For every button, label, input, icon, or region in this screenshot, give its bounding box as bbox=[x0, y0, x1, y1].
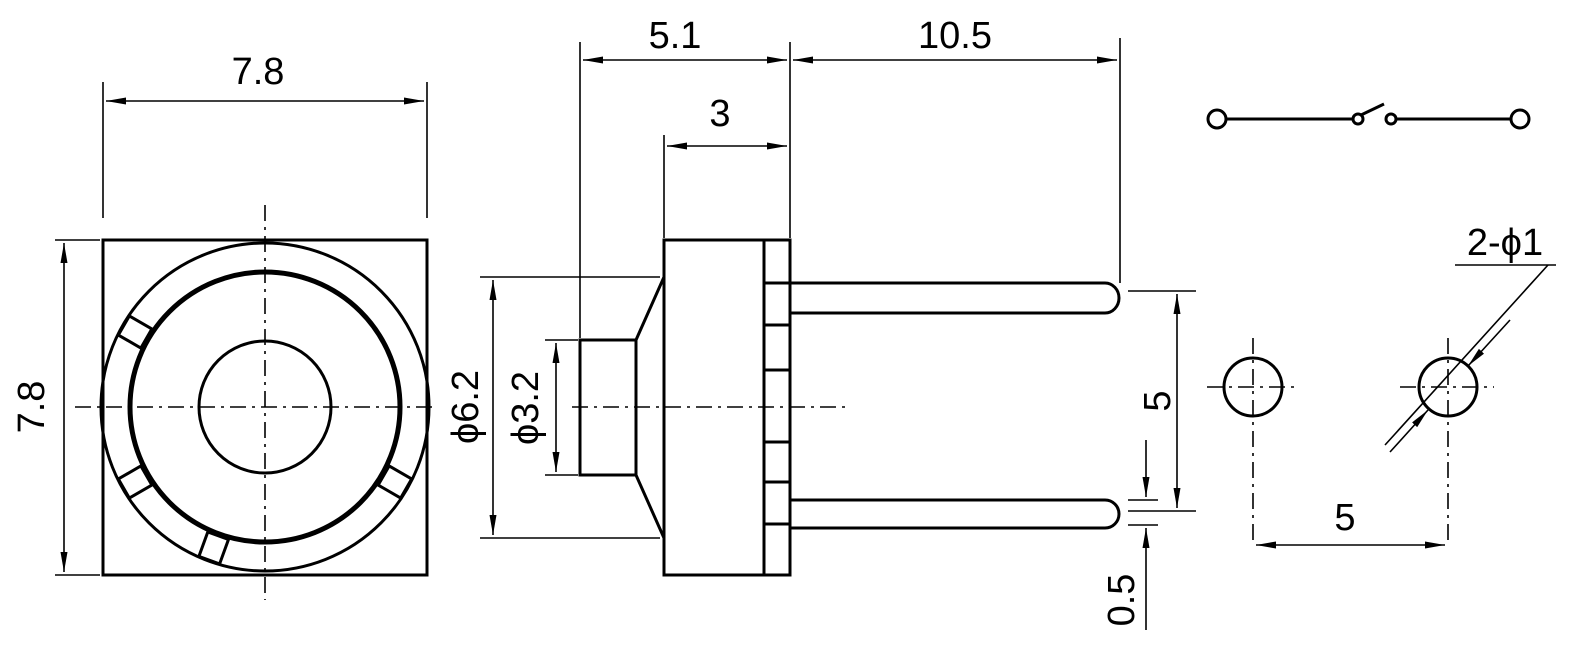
pin-upper bbox=[790, 281, 1121, 315]
hole-spacing-label: 5 bbox=[1334, 497, 1355, 539]
plunger-length-label: 5.1 bbox=[649, 15, 702, 57]
pin-thickness-label: 0.5 bbox=[1101, 574, 1143, 627]
switch-symbol bbox=[1206, 102, 1531, 130]
clip-tabs bbox=[116, 313, 414, 566]
stem-length-label: 3 bbox=[709, 93, 730, 135]
terminal-right bbox=[1509, 108, 1531, 130]
plunger-diameter-label: ϕ3.2 bbox=[505, 371, 547, 445]
top-view: 7.8 7.8 bbox=[11, 51, 438, 600]
pcb-footprint: 5 2-ϕ1 bbox=[1207, 222, 1556, 549]
pin-length-label: 10.5 bbox=[918, 15, 992, 57]
side-view: 5.1 10.5 3 ϕ6.2 ϕ3.2 5 0.5 bbox=[445, 15, 1196, 630]
top-view-width-label: 7.8 bbox=[232, 51, 285, 93]
pin-lower bbox=[790, 498, 1121, 530]
hole-spec-label: 2-ϕ1 bbox=[1467, 222, 1543, 264]
top-view-height-label: 7.8 bbox=[11, 381, 53, 434]
pin-spacing-label: 5 bbox=[1137, 390, 1179, 411]
body-diameter-label: ϕ6.2 bbox=[445, 370, 487, 444]
terminal-left bbox=[1206, 108, 1228, 130]
terminal-bosses bbox=[762, 281, 792, 526]
